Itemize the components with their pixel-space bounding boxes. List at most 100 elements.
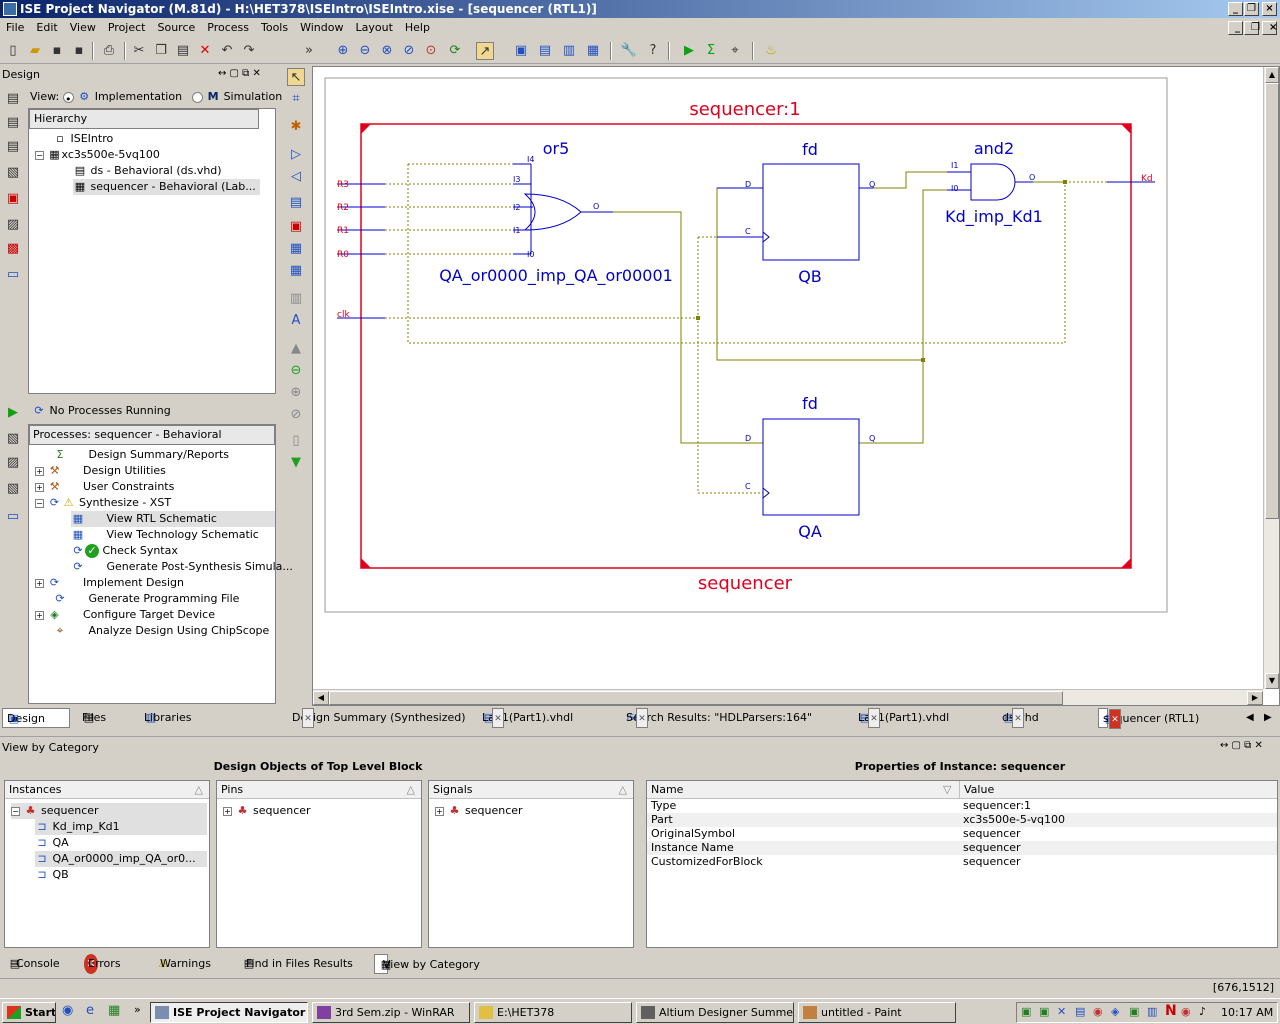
tool-icon[interactable]: ▯	[292, 433, 300, 448]
task-winrar[interactable]: 3rd Sem.zip - WinRAR	[312, 1002, 470, 1023]
task-ise[interactable]: ISE Project Navigator ...	[150, 1002, 308, 1023]
signals-header[interactable]: Signals△	[429, 781, 633, 799]
sort-icon[interactable]: △	[406, 783, 415, 796]
expand-icon[interactable]: +	[35, 466, 44, 476]
menu-tools[interactable]: Tools	[261, 21, 289, 34]
task-explorer[interactable]: E:\HET378	[474, 1002, 632, 1023]
tab-libraries[interactable]: ▥ Libraries	[140, 708, 192, 728]
tab-files[interactable]: ▤ Files	[78, 708, 106, 728]
hscroll-thumb[interactable]	[329, 691, 1063, 705]
tool-icon[interactable]: ▼	[291, 455, 301, 470]
port-clk[interactable]: clk	[337, 310, 350, 320]
restore-button[interactable]: ❐	[1244, 2, 1259, 16]
panel-controls-icon[interactable]: ↔ ▢ ⧉ ✕	[218, 68, 261, 79]
wrench-icon[interactable]: 🔧	[620, 43, 638, 58]
cascade-icon[interactable]: ▣	[514, 43, 528, 58]
prop-value-header[interactable]: Value	[959, 781, 994, 799]
block-name-label[interactable]: sequencer	[698, 573, 793, 594]
vscroll-thumb[interactable]	[1265, 83, 1279, 519]
instance-sequencer[interactable]: − ♣ sequencer	[11, 803, 207, 819]
implementation-radio[interactable]: •	[62, 91, 74, 106]
zoom-in-icon[interactable]: ⊕	[337, 43, 349, 58]
menu-source[interactable]: Source	[157, 21, 196, 34]
volume-icon[interactable]: ♪	[1199, 1005, 1207, 1018]
side-tool-icon[interactable]: ▣	[6, 191, 20, 206]
scroll-right-icon[interactable]: ▶	[1247, 691, 1263, 705]
float-icon[interactable]: ▦	[586, 43, 600, 58]
instance-kd[interactable]: ⊐ Kd_imp_Kd1	[35, 819, 207, 835]
instance-qa[interactable]: ⊐ QA	[35, 835, 68, 851]
tool-icon[interactable]: ▤	[289, 195, 303, 210]
route-tool-icon[interactable]: ⌗	[292, 91, 300, 106]
nav-forward-icon[interactable]: ⊕	[290, 385, 302, 400]
side-tool-icon[interactable]: ▤	[6, 91, 20, 106]
tray-icon[interactable]: ▥	[1147, 1005, 1158, 1018]
sort-icon[interactable]: △	[194, 783, 203, 796]
task-paint[interactable]: untitled - Paint	[798, 1002, 956, 1023]
schematic-vscrollbar[interactable]: ▲ ▼	[1263, 67, 1279, 689]
doc-minimize-button[interactable]: _	[1228, 21, 1243, 35]
scroll-left-icon[interactable]: ◀	[313, 691, 329, 705]
simulation-radio[interactable]	[191, 91, 203, 103]
expand-icon[interactable]: +	[435, 806, 444, 816]
and2-instance-name[interactable]: Kd_imp_Kd1	[945, 207, 1043, 227]
menu-project[interactable]: Project	[107, 21, 146, 34]
fd-qb-instance[interactable]: QB	[798, 267, 822, 286]
save-icon[interactable]: ▪	[52, 43, 62, 58]
process-design-utilities[interactable]: + ⚒ Design Utilities	[35, 463, 166, 479]
collapse-icon[interactable]: −	[35, 150, 44, 160]
tab-scroll-right-icon[interactable]: ▶	[1264, 712, 1272, 723]
simulation-label[interactable]: Simulation	[223, 90, 283, 103]
schematic-hscrollbar[interactable]: ◀ ▶	[313, 689, 1263, 705]
pins-header[interactable]: Pins△	[217, 781, 421, 799]
or5-instance-name[interactable]: QA_or0000_imp_QA_or00001	[439, 266, 673, 286]
tray-icon[interactable]: ▣	[1021, 1005, 1032, 1018]
process-user-constraints[interactable]: + ⚒ User Constraints	[35, 479, 174, 495]
port-r1[interactable]: R1	[337, 226, 349, 236]
close-tab-icon[interactable]: ✕	[1012, 708, 1024, 728]
ie-icon[interactable]: e	[86, 1003, 94, 1018]
excel-icon[interactable]: ▦	[108, 1003, 121, 1018]
tree-item-sequencer[interactable]: ▦ sequencer - Behavioral (Lab...	[73, 179, 260, 195]
refresh-icon[interactable]: ⟳	[449, 43, 461, 58]
side-tool-icon[interactable]: ▭	[6, 267, 20, 282]
process-tool-icon[interactable]: ▧	[6, 431, 20, 446]
close-tab-icon[interactable]: ✕	[302, 708, 314, 728]
select-tool-icon[interactable]: ↖	[287, 68, 305, 86]
expand-icon[interactable]: +	[35, 482, 44, 492]
close-tab-icon[interactable]: ✕	[636, 708, 648, 728]
tile-vertical-icon[interactable]: ▥	[562, 43, 576, 58]
expand-icon[interactable]: +	[35, 610, 44, 620]
save-all-icon[interactable]: ▪	[74, 43, 84, 58]
scroll-up-icon[interactable]: ▲	[1265, 67, 1279, 83]
undo-icon[interactable]: ↶	[221, 43, 233, 58]
doc-tab-sequencer-rtl[interactable]: ▦ sequencer (RTL1) ✕	[1098, 708, 1199, 729]
port-r2[interactable]: R2	[337, 203, 349, 213]
minimize-button[interactable]: _	[1228, 2, 1243, 16]
process-implement[interactable]: + ⟳ Implement Design	[35, 575, 184, 591]
process-view-rtl[interactable]: ▦ View RTL Schematic	[71, 511, 275, 527]
tree-item-ds[interactable]: ▤ ds - Behavioral (ds.vhd)	[73, 163, 222, 179]
run-process-icon[interactable]: ▶	[8, 405, 18, 420]
tree-item-device[interactable]: − ▦xc3s500e-5vq100	[35, 147, 160, 163]
side-tool-icon[interactable]: ▧	[6, 165, 20, 180]
tool-icon[interactable]: ▲	[291, 341, 301, 356]
side-tool-icon[interactable]: ▤	[6, 139, 20, 154]
help-pointer-icon[interactable]: ?	[649, 43, 657, 58]
process-design-summary[interactable]: Σ Design Summary/Reports	[53, 447, 230, 463]
process-post-synth-sim[interactable]: ⟳ Generate Post-Synthesis Simula...	[71, 559, 293, 575]
tile-horizontal-icon[interactable]: ▤	[538, 43, 552, 58]
task-altium[interactable]: Altium Designer Summer ...	[636, 1002, 794, 1023]
port-r3[interactable]: R3	[337, 180, 349, 190]
process-check-syntax[interactable]: ⟳✓ Check Syntax	[71, 543, 178, 559]
port-kd[interactable]: Kd	[1141, 174, 1153, 184]
tool-icon[interactable]: ▦	[289, 263, 303, 278]
tool-icon[interactable]: ▣	[289, 219, 303, 234]
tool-icon[interactable]: ▦	[289, 241, 303, 256]
menu-help[interactable]: Help	[404, 21, 430, 34]
menu-view[interactable]: View	[69, 21, 96, 34]
